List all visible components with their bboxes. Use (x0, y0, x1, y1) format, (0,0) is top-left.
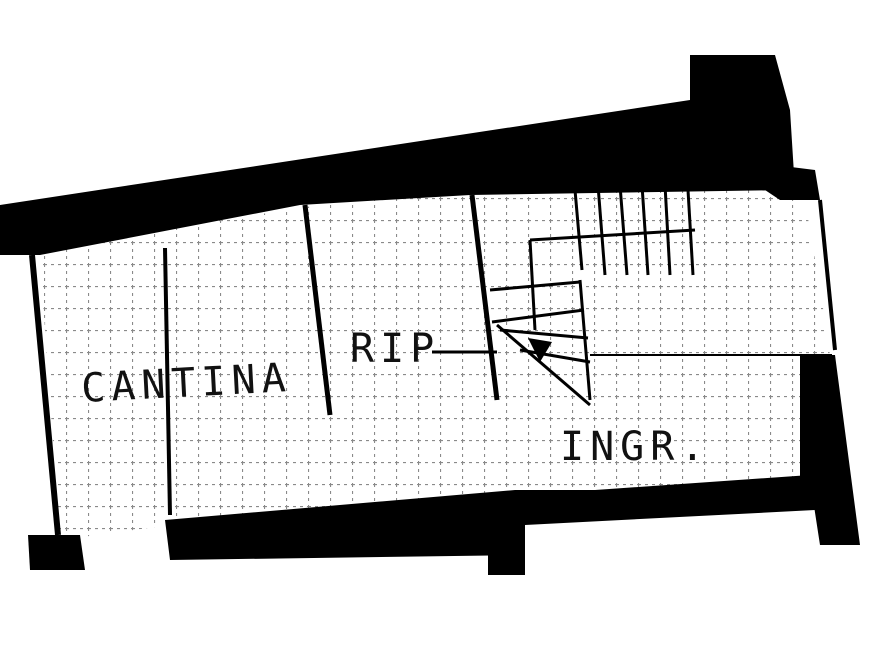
east-wall-upper (775, 165, 820, 200)
walls (0, 55, 860, 575)
partition-2 (302, 204, 333, 416)
southwest-corner (28, 535, 85, 570)
east-wall-lower (800, 355, 860, 545)
partitions (29, 194, 837, 536)
stair-arrow-icon (528, 338, 552, 362)
corner-pillar (690, 55, 795, 200)
staircase (489, 184, 696, 407)
partition-3 (469, 194, 500, 401)
east-wall-line (818, 199, 837, 351)
label-cantina: CANTINA (80, 355, 293, 412)
north-wall (0, 100, 790, 255)
label-rip: RIP (350, 326, 440, 372)
label-ingr: INGR. (560, 424, 710, 470)
floor-tiles (30, 170, 830, 540)
partition-1 (163, 247, 172, 516)
south-wall-stub (488, 505, 525, 575)
west-wall-line (29, 254, 61, 536)
stair-arrow-line (496, 323, 591, 407)
